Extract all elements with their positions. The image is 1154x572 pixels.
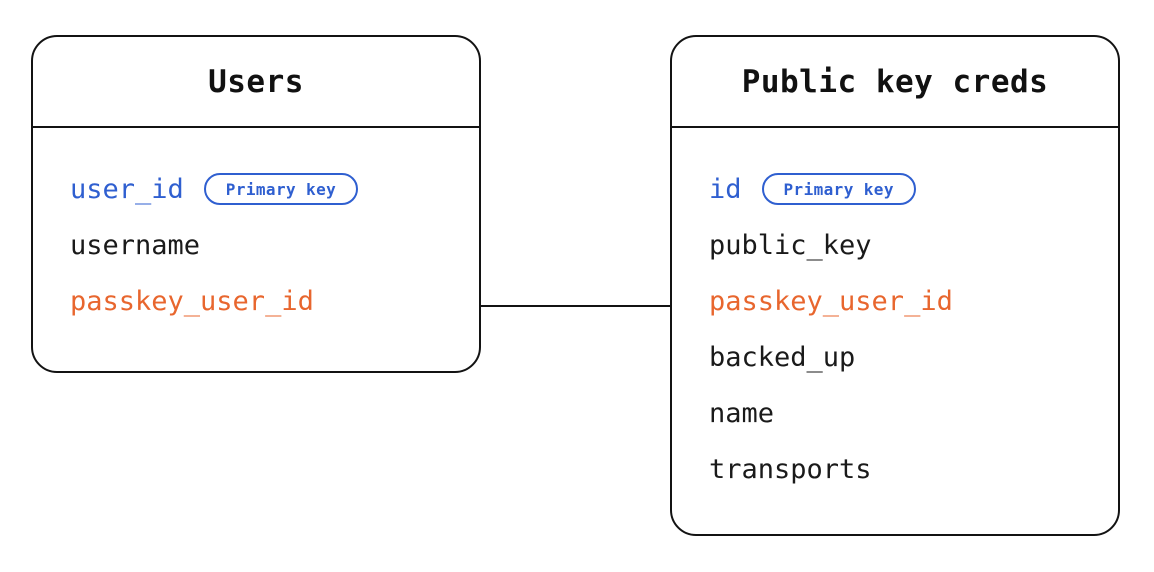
entity-users[interactable]: Users user_id Primary key username passk… — [31, 35, 481, 373]
field-name-passkey-user-id: passkey_user_id — [709, 285, 953, 317]
field-row-user-id[interactable]: user_id Primary key — [33, 161, 479, 217]
field-row-id[interactable]: id Primary key — [672, 161, 1118, 217]
field-row-transports[interactable]: transports — [672, 441, 1118, 497]
entity-public-key-creds-header: Public key creds — [672, 37, 1118, 128]
entity-users-title: Users — [208, 63, 304, 100]
field-row-passkey-user-id[interactable]: passkey_user_id — [672, 273, 1118, 329]
entity-public-key-creds[interactable]: Public key creds id Primary key public_k… — [670, 35, 1120, 536]
primary-key-badge: Primary key — [203, 173, 359, 205]
relationship-connector-passkey-user-id — [480, 305, 671, 308]
field-row-public-key[interactable]: public_key — [672, 217, 1118, 273]
field-name-passkey-user-id: passkey_user_id — [70, 285, 314, 317]
field-row-name[interactable]: name — [672, 385, 1118, 441]
entity-users-fields: user_id Primary key username passkey_use… — [33, 128, 479, 329]
field-name-user-id: user_id — [70, 173, 184, 205]
field-row-passkey-user-id[interactable]: passkey_user_id — [33, 273, 479, 329]
field-name-transports: transports — [709, 453, 872, 485]
field-name-username: username — [70, 229, 201, 261]
field-name-name: name — [709, 397, 775, 429]
field-name-public-key: public_key — [709, 229, 872, 261]
field-row-username[interactable]: username — [33, 217, 479, 273]
primary-key-badge: Primary key — [761, 173, 916, 205]
field-row-backed-up[interactable]: backed_up — [672, 329, 1118, 385]
entity-public-key-creds-fields: id Primary key public_key passkey_user_i… — [672, 128, 1118, 497]
entity-users-header: Users — [33, 37, 479, 128]
field-name-backed-up: backed_up — [709, 341, 856, 373]
field-name-id: id — [709, 173, 742, 205]
entity-public-key-creds-title: Public key creds — [741, 63, 1049, 100]
